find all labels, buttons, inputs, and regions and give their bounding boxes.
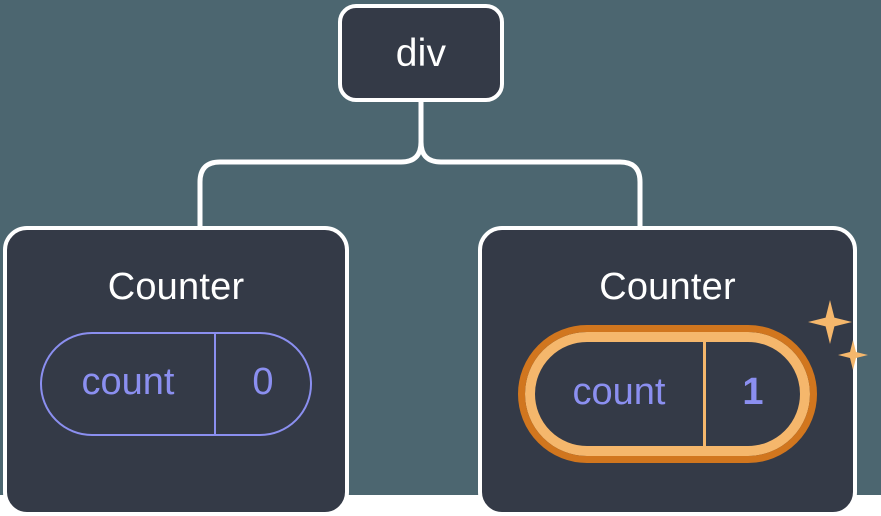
- node-counter-right[interactable]: Counter count 1: [478, 226, 868, 516]
- sparkle-group: [808, 300, 870, 386]
- state-pill-wrap-left: count 0: [40, 332, 312, 436]
- state-pill-wrap-right: count 1: [518, 300, 868, 463]
- state-pill-right[interactable]: count 1: [518, 325, 817, 463]
- state-pill-left[interactable]: count 0: [40, 332, 312, 436]
- node-root-label: div: [395, 31, 447, 75]
- state-key-right: count: [572, 371, 666, 413]
- connector-path: [197, 97, 643, 233]
- node-counter-left[interactable]: Counter count 0: [3, 226, 349, 516]
- node-root-div[interactable]: div: [338, 4, 504, 102]
- sparkle-large-icon: [808, 300, 852, 344]
- node-counter-right-label: Counter: [599, 266, 736, 308]
- state-value-left: 0: [214, 334, 310, 434]
- state-value-right: 1: [703, 342, 800, 446]
- node-counter-left-label: Counter: [107, 266, 245, 308]
- sparkle-small-icon: [838, 340, 868, 370]
- state-key-left: count: [81, 361, 175, 403]
